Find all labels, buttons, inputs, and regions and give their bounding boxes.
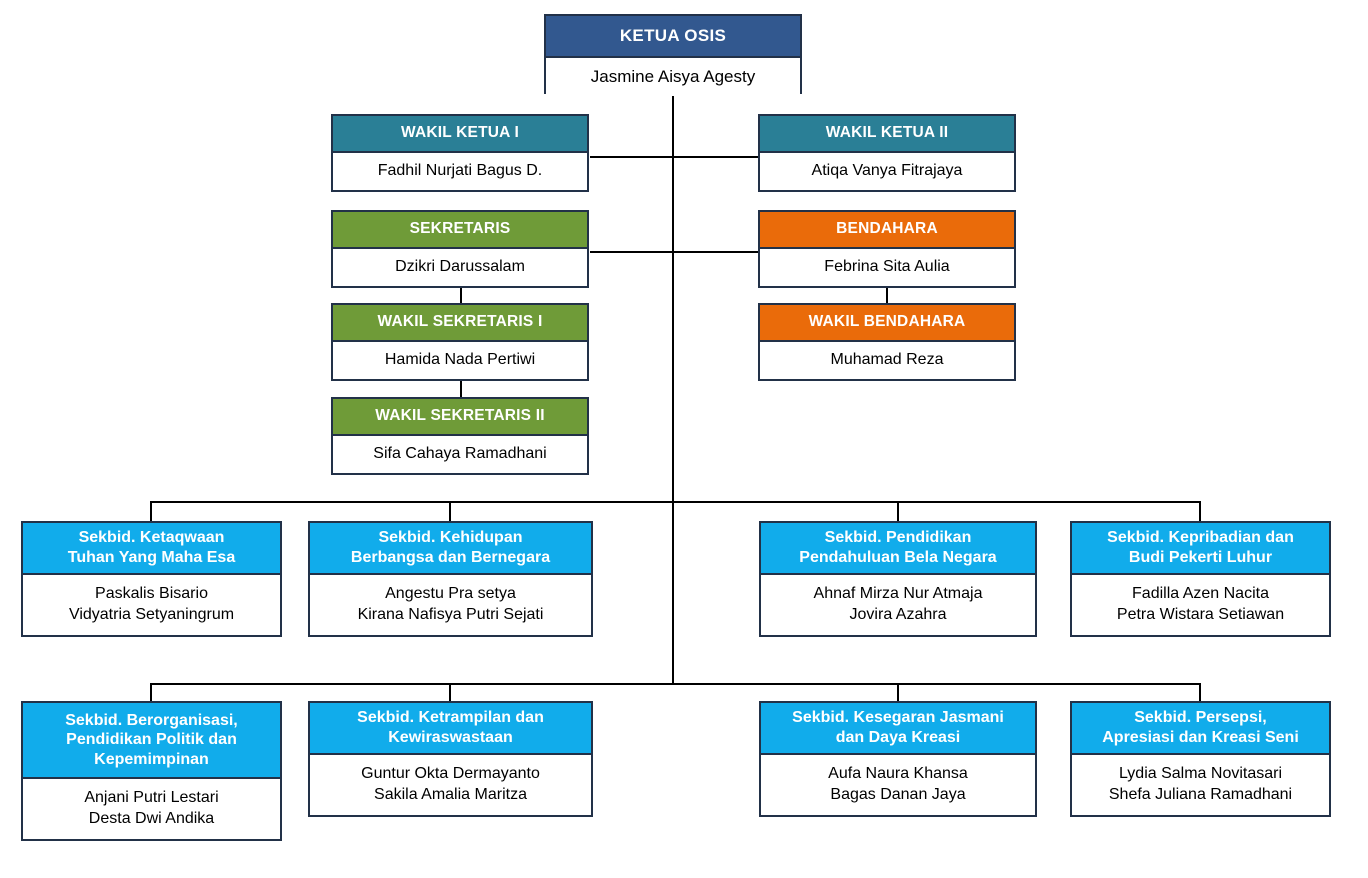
spine-vertical-line bbox=[672, 92, 674, 684]
node-title: Sekbid. Pendidikan Pendahuluan Bela Nega… bbox=[761, 523, 1035, 575]
member-name: Sakila Amalia Maritza bbox=[374, 786, 527, 803]
node-title: BENDAHARA bbox=[760, 212, 1014, 249]
sekbid-row2-bar bbox=[150, 683, 1201, 685]
member-name: Jovira Azahra bbox=[849, 606, 947, 623]
node-title-line: Sekbid. Kehidupan bbox=[378, 529, 523, 547]
sekbid-row2-stem-1 bbox=[150, 683, 152, 703]
member-name: Paskalis Bisario bbox=[95, 585, 208, 603]
node-sekbid-ketrampilan[interactable]: Sekbid. Ketrampilan dan Kewiraswastaan G… bbox=[308, 701, 593, 817]
node-title: KETUA OSIS bbox=[546, 16, 800, 58]
node-sekbid-ketaqwaan[interactable]: Sekbid. Ketaqwaan Tuhan Yang Maha Esa Pa… bbox=[21, 521, 282, 637]
node-names: Angestu Pra setya Kirana Nafisya Putri S… bbox=[310, 575, 591, 635]
node-names: Fadhil Nurjati Bagus D. bbox=[333, 153, 587, 190]
node-title: Sekbid. Ketaqwaan Tuhan Yang Maha Esa bbox=[23, 523, 280, 575]
node-wakil-bendahara[interactable]: WAKIL BENDAHARA Muhamad Reza bbox=[758, 303, 1016, 381]
member-name: Shefa Juliana Ramadhani bbox=[1108, 786, 1293, 803]
member-name: Petra Wistara Setiawan bbox=[1116, 606, 1285, 623]
node-title: WAKIL SEKRETARIS I bbox=[333, 305, 587, 342]
member-name: Muhamad Reza bbox=[830, 351, 944, 369]
sekbid-row2-stem-2 bbox=[449, 683, 451, 703]
member-name: Bagas Danan Jaya bbox=[830, 786, 966, 803]
member-name: Anjani Putri Lestari bbox=[84, 789, 219, 807]
node-title-line: dan Daya Kreasi bbox=[835, 729, 961, 746]
member-name: Vidyatria Setyaningrum bbox=[68, 606, 235, 623]
sekbid-row2-stem-3 bbox=[897, 683, 899, 703]
member-name: Jasmine Aisya Agesty bbox=[590, 66, 756, 86]
node-title: Sekbid. Persepsi, Apresiasi dan Kreasi S… bbox=[1072, 703, 1329, 755]
node-title: Sekbid. Kesegaran Jasmani dan Daya Kreas… bbox=[761, 703, 1035, 755]
node-names: Muhamad Reza bbox=[760, 342, 1014, 379]
node-sekretaris[interactable]: SEKRETARIS Dzikri Darussalam bbox=[331, 210, 589, 288]
node-ketua-osis[interactable]: KETUA OSIS Jasmine Aisya Agesty bbox=[544, 14, 802, 96]
node-title: WAKIL BENDAHARA bbox=[760, 305, 1014, 342]
sekbid-row1-bar bbox=[150, 501, 1201, 503]
node-names: Febrina Sita Aulia bbox=[760, 249, 1014, 286]
node-names: Fadilla Azen Nacita Petra Wistara Setiaw… bbox=[1072, 575, 1329, 635]
node-title-line: Sekbid. Ketaqwaan bbox=[78, 529, 225, 547]
member-name: Fadhil Nurjati Bagus D. bbox=[377, 162, 543, 180]
member-name: Atiqa Vanya Fitrajaya bbox=[811, 162, 963, 180]
node-sekbid-pendidikan-bela-negara[interactable]: Sekbid. Pendidikan Pendahuluan Bela Nega… bbox=[759, 521, 1037, 637]
node-names: Atiqa Vanya Fitrajaya bbox=[760, 153, 1014, 190]
node-title-line: Kepemimpinan bbox=[94, 750, 209, 768]
node-title-line: Apresiasi dan Kreasi Seni bbox=[1102, 729, 1299, 746]
node-title-line: Sekbid. Persepsi, bbox=[1134, 709, 1267, 727]
node-names: Hamida Nada Pertiwi bbox=[333, 342, 587, 379]
node-title: Sekbid. Kehidupan Berbangsa dan Bernegar… bbox=[310, 523, 591, 575]
node-title-line: Sekbid. Berorganisasi, bbox=[65, 711, 238, 729]
node-sekbid-kepribadian[interactable]: Sekbid. Kepribadian dan Budi Pekerti Luh… bbox=[1070, 521, 1331, 637]
node-title-line: Sekbid. Pendidikan bbox=[824, 529, 972, 547]
node-names: Aufa Naura Khansa Bagas Danan Jaya bbox=[761, 755, 1035, 815]
node-title-line: Sekbid. Kepribadian dan bbox=[1107, 529, 1294, 547]
sekretaris-bendahara-branch-line bbox=[590, 251, 760, 253]
sekbid-row2-stem-4 bbox=[1199, 683, 1201, 703]
node-sekbid-persepsi-seni[interactable]: Sekbid. Persepsi, Apresiasi dan Kreasi S… bbox=[1070, 701, 1331, 817]
node-title: Sekbid. Kepribadian dan Budi Pekerti Luh… bbox=[1072, 523, 1329, 575]
node-title-line: Berbangsa dan Bernegara bbox=[350, 549, 551, 566]
node-title-line: Kewiraswastaan bbox=[388, 729, 513, 746]
node-title: Sekbid. Berorganisasi, Pendidikan Politi… bbox=[23, 703, 280, 779]
member-name: Hamida Nada Pertiwi bbox=[384, 351, 536, 369]
node-bendahara[interactable]: BENDAHARA Febrina Sita Aulia bbox=[758, 210, 1016, 288]
node-title: Sekbid. Ketrampilan dan Kewiraswastaan bbox=[310, 703, 591, 755]
member-name: Lydia Salma Novitasari bbox=[1118, 765, 1283, 783]
node-title: WAKIL KETUA I bbox=[333, 116, 587, 153]
node-title-line: Sekbid. Kesegaran Jasmani bbox=[792, 709, 1004, 727]
member-name: Guntur Okta Dermayanto bbox=[361, 765, 540, 783]
member-name: Sifa Cahaya Ramadhani bbox=[373, 445, 547, 463]
node-title-line: Pendidikan Politik dan bbox=[66, 731, 237, 749]
node-names: Paskalis Bisario Vidyatria Setyaningrum bbox=[23, 575, 280, 635]
node-names: Dzikri Darussalam bbox=[333, 249, 587, 286]
node-names: Lydia Salma Novitasari Shefa Juliana Ram… bbox=[1072, 755, 1329, 815]
node-sekbid-kesegaran-jasmani[interactable]: Sekbid. Kesegaran Jasmani dan Daya Kreas… bbox=[759, 701, 1037, 817]
member-name: Ahnaf Mirza Nur Atmaja bbox=[813, 585, 983, 603]
node-title: SEKRETARIS bbox=[333, 212, 587, 249]
node-names: Ahnaf Mirza Nur Atmaja Jovira Azahra bbox=[761, 575, 1035, 635]
node-title-line: Budi Pekerti Luhur bbox=[1128, 549, 1273, 566]
node-wakil-sekretaris-2[interactable]: WAKIL SEKRETARIS II Sifa Cahaya Ramadhan… bbox=[331, 397, 589, 475]
node-title-line: Sekbid. Ketrampilan dan bbox=[357, 709, 544, 727]
member-name: Fadilla Azen Nacita bbox=[1132, 585, 1269, 603]
node-sekbid-berorganisasi[interactable]: Sekbid. Berorganisasi, Pendidikan Politi… bbox=[21, 701, 282, 841]
node-wakil-ketua-2[interactable]: WAKIL KETUA II Atiqa Vanya Fitrajaya bbox=[758, 114, 1016, 192]
node-names: Anjani Putri Lestari Desta Dwi Andika bbox=[23, 779, 280, 839]
member-name: Dzikri Darussalam bbox=[395, 258, 525, 276]
member-name: Desta Dwi Andika bbox=[88, 810, 215, 827]
node-names: Sifa Cahaya Ramadhani bbox=[333, 436, 587, 473]
node-wakil-ketua-1[interactable]: WAKIL KETUA I Fadhil Nurjati Bagus D. bbox=[331, 114, 589, 192]
node-title: WAKIL KETUA II bbox=[760, 116, 1014, 153]
node-title: WAKIL SEKRETARIS II bbox=[333, 399, 587, 436]
member-name: Angestu Pra setya bbox=[385, 585, 516, 603]
node-wakil-sekretaris-1[interactable]: WAKIL SEKRETARIS I Hamida Nada Pertiwi bbox=[331, 303, 589, 381]
node-title-line: Tuhan Yang Maha Esa bbox=[67, 549, 236, 566]
member-name: Aufa Naura Khansa bbox=[828, 765, 968, 783]
node-names: Jasmine Aisya Agesty bbox=[546, 58, 800, 96]
node-names: Guntur Okta Dermayanto Sakila Amalia Mar… bbox=[310, 755, 591, 815]
node-sekbid-kehidupan-berbangsa[interactable]: Sekbid. Kehidupan Berbangsa dan Bernegar… bbox=[308, 521, 593, 637]
member-name: Febrina Sita Aulia bbox=[824, 258, 950, 276]
wakil-ketua-branch-line bbox=[590, 156, 760, 158]
member-name: Kirana Nafisya Putri Sejati bbox=[357, 606, 544, 623]
node-title-line: Pendahuluan Bela Negara bbox=[799, 549, 997, 566]
